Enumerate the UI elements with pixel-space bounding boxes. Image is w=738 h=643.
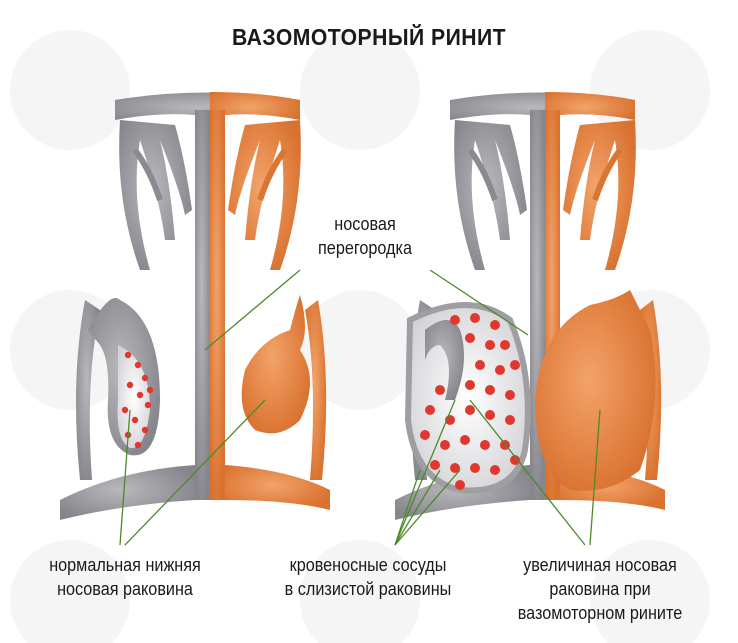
label-enlarged-turbinate: увеличиная носовая раковина при вазомото…	[501, 553, 699, 625]
vessel-dot	[124, 351, 132, 359]
vessel-dot	[465, 333, 475, 343]
vessel-dot	[490, 465, 500, 475]
vessel-dot	[134, 441, 142, 449]
vessel-dot	[485, 385, 495, 395]
vasomotor-rhinitis-cross-section	[395, 92, 665, 520]
label-line: увеличиная носовая	[523, 555, 677, 575]
vessel-dot	[435, 385, 445, 395]
label-line: перегородка	[318, 238, 412, 258]
vessel-dot	[495, 365, 505, 375]
label-blood-vessels: кровеносные сосуды в слизистой раковины	[269, 553, 467, 601]
vessel-dot	[126, 381, 134, 389]
vessel-dot	[505, 415, 515, 425]
vessel-dot	[425, 405, 435, 415]
watermark	[10, 30, 710, 643]
label-line: нормальная нижняя	[49, 555, 201, 575]
vessel-dot	[465, 405, 475, 415]
vessel-dot	[146, 386, 154, 394]
vessel-dot	[136, 391, 144, 399]
vessel-dot	[475, 360, 485, 370]
label-normal-turbinate: нормальная нижняя носовая раковина	[31, 553, 220, 601]
vessel-dot	[455, 480, 465, 490]
leader-lines	[119, 269, 601, 546]
vessel-dot	[470, 463, 480, 473]
vessel-dot	[450, 315, 460, 325]
vessel-dot	[430, 460, 440, 470]
label-line: носовая раковина	[57, 579, 193, 599]
vessel-dot	[470, 313, 480, 323]
vessel-dot	[510, 360, 520, 370]
label-line: носовая	[334, 214, 396, 234]
vessel-dot	[460, 435, 470, 445]
vessel-dot	[121, 406, 129, 414]
label-line: в слизистой раковины	[284, 579, 452, 599]
vessel-dot	[465, 380, 475, 390]
vessel-dot	[134, 361, 142, 369]
blood-vessel-dots-enlarged	[420, 313, 520, 490]
vessel-dot	[131, 416, 139, 424]
label-line: кровеносные сосуды	[289, 555, 447, 575]
vessel-dot	[505, 390, 515, 400]
vessel-dot	[485, 340, 495, 350]
vessel-dot	[450, 463, 460, 473]
vessel-dot	[480, 440, 490, 450]
vessel-dot	[485, 410, 495, 420]
vessel-dot	[141, 374, 149, 382]
vessel-dot	[440, 440, 450, 450]
page-title: ВАЗОМОТОРНЫЙ РИНИТ	[231, 24, 507, 50]
label-line: вазомоторном рините	[517, 603, 683, 623]
normal-nose-cross-section	[60, 92, 330, 520]
label-septum: носовая перегородка	[307, 212, 424, 260]
vessel-dot	[144, 401, 152, 409]
vessel-dot	[490, 320, 500, 330]
vessel-dot	[500, 340, 510, 350]
vessel-dot	[420, 430, 430, 440]
vessel-dot	[510, 455, 520, 465]
vessel-dot	[141, 426, 149, 434]
label-line: раковина при	[549, 579, 651, 599]
blood-vessel-dots-normal	[121, 351, 154, 449]
